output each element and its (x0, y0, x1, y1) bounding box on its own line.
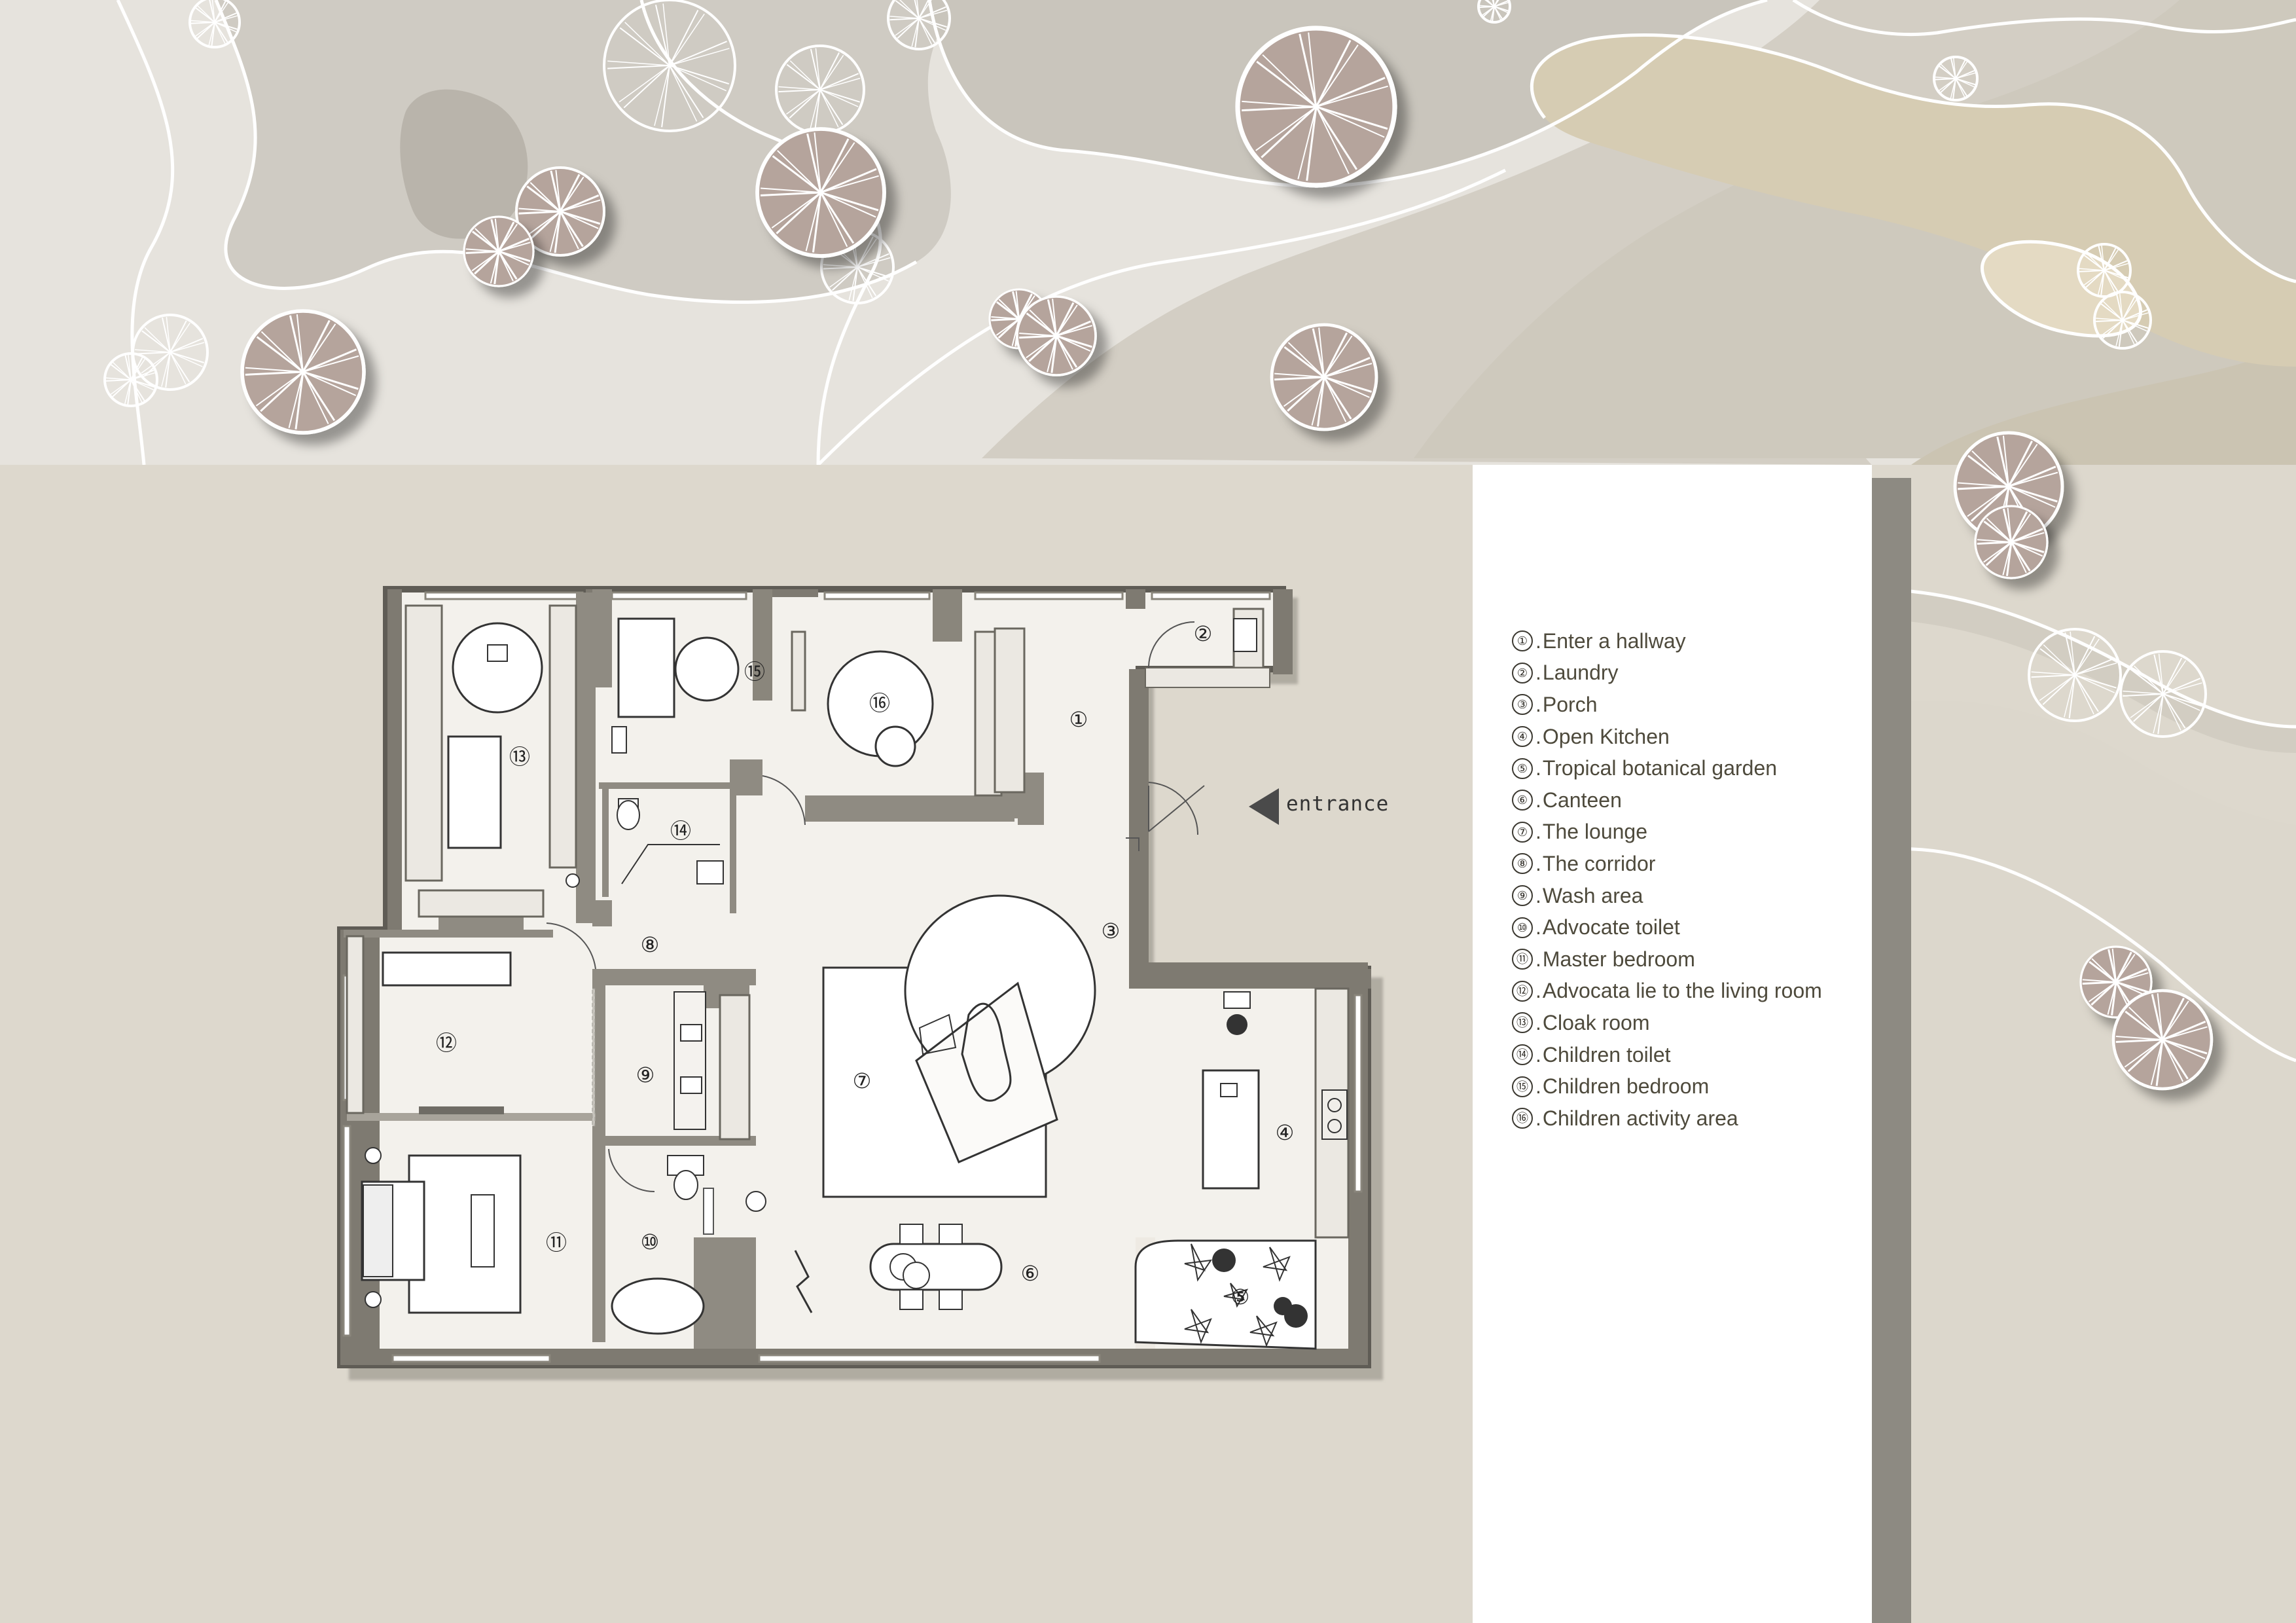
room-number-markers: ① ② ③ ④ ⑤ ⑥ ⑦ ⑧ ⑨ ⑩ ⑪ ⑫ ⑬ ⑭ ⑮ ⑯ (436, 621, 1294, 1309)
room-number-marker: ⑬ (509, 744, 530, 769)
legend-item: ⑥.Canteen (1512, 784, 1822, 816)
room-number-marker: ⑦ (853, 1068, 872, 1093)
legend-number: ③ (1512, 694, 1533, 716)
legend-number: ⑯ (1512, 1108, 1533, 1129)
room-number-marker: ③ (1102, 919, 1121, 943)
tree-canopy-outline (603, 0, 736, 132)
tree-canopy-outline (103, 352, 158, 407)
legend-label: The lounge (1542, 820, 1648, 844)
legend-label: Canteen (1542, 788, 1622, 812)
legend-number: ② (1512, 662, 1533, 684)
room-number-marker: ⑥ (1021, 1261, 1040, 1286)
legend-item: ⑫.Advocata lie to the living room (1512, 976, 1822, 1008)
room-number-marker: ⑭ (670, 818, 691, 843)
tree-canopies (103, 0, 2214, 1528)
tree-canopy-outline (2028, 628, 2122, 722)
tree-canopy-outline (2119, 650, 2207, 738)
legend-label: Children activity area (1542, 1106, 1738, 1130)
room-number-marker: ⑪ (546, 1230, 567, 1255)
legend-label: Laundry (1542, 661, 1619, 685)
tree-canopy-outline (132, 314, 209, 391)
room-number-marker: ⑧ (641, 932, 660, 957)
legend-number: ⑪ (1512, 949, 1533, 970)
legend-item: ④.Open Kitchen (1512, 721, 1822, 753)
legend-label: Cloak room (1542, 1010, 1650, 1034)
tree-canopy (240, 309, 366, 435)
legend-number: ⑩ (1512, 917, 1533, 938)
legend-panel-shadow (1872, 478, 1911, 1623)
tree-canopy-outline (1477, 0, 1511, 24)
legend-item: ⑪.Master bedroom (1512, 943, 1822, 976)
legend-panel (1473, 465, 1872, 1623)
room-number-marker: ⑮ (744, 659, 765, 684)
tree-canopy (755, 127, 886, 258)
legend-number: ⑥ (1512, 790, 1533, 811)
legend-item: ⑮.Children bedroom (1512, 1070, 1822, 1103)
landscape-contour-lines (116, 0, 2296, 1063)
legend-number: ⑧ (1512, 853, 1533, 875)
entrance-label: entrance (1286, 792, 1390, 816)
legend-number: ④ (1512, 726, 1533, 748)
legend-number: ⑬ (1512, 1012, 1533, 1034)
legend-item: ②.Laundry (1512, 657, 1822, 689)
legend-label: Porch (1542, 692, 1598, 716)
legend-item: ⑯.Children activity area (1512, 1103, 1822, 1135)
legend-item: ⑤.Tropical botanical garden (1512, 752, 1822, 784)
legend-number: ⑫ (1512, 980, 1533, 1002)
tree-canopy-outline (188, 0, 241, 48)
legend-item: ⑨.Wash area (1512, 880, 1822, 912)
tree-canopy-outline (1933, 56, 1979, 101)
legend-label: Children toilet (1542, 1042, 1671, 1067)
legend-label: Master bedroom (1542, 947, 1695, 971)
legend-number: ⑨ (1512, 885, 1533, 907)
room-number-marker: ⑩ (641, 1230, 660, 1254)
tree-canopy-outline (2077, 243, 2132, 298)
entrance-arrow-icon (1249, 788, 1279, 825)
legend-number: ⑭ (1512, 1044, 1533, 1066)
tree-canopy (1270, 323, 1378, 431)
legend-label: Open Kitchen (1542, 724, 1670, 748)
legend-item: ⑦.The lounge (1512, 816, 1822, 848)
legend-label: Children bedroom (1542, 1074, 1710, 1099)
legend-number: ① (1512, 630, 1533, 652)
room-number-marker: ⑤ (1231, 1285, 1250, 1309)
tree-canopy (514, 166, 606, 257)
legend-label: The corridor (1542, 851, 1656, 875)
legend-label: Advocate toilet (1542, 915, 1680, 939)
legend-item: ③.Porch (1512, 689, 1822, 721)
room-number-marker: ④ (1276, 1120, 1295, 1145)
tree-canopy-outline (2093, 291, 2152, 350)
tree-canopy (463, 215, 535, 287)
tree-canopy-outline (887, 0, 951, 50)
tree-canopy (1016, 295, 1097, 376)
legend-item: ①.Enter a hallway (1512, 625, 1822, 657)
legend-item: ⑬.Cloak room (1512, 1007, 1822, 1039)
floor-plan (337, 586, 1371, 1368)
legend-item: ⑩.Advocate toilet (1512, 911, 1822, 943)
room-number-marker: ⑫ (436, 1030, 457, 1055)
room-legend: ①.Enter a hallway ②.Laundry ③.Porch ④.Op… (1512, 625, 1822, 1135)
legend-number: ⑤ (1512, 757, 1533, 779)
room-number-marker: ⑯ (869, 691, 890, 716)
legend-label: Advocata lie to the living room (1542, 979, 1822, 1003)
legend-number: ⑮ (1512, 1076, 1533, 1097)
tree-canopy (2111, 989, 2214, 1091)
room-number-marker: ⑨ (636, 1063, 655, 1087)
legend-number: ⑦ (1512, 821, 1533, 843)
tree-canopy (1235, 26, 1397, 188)
tree-canopy (1974, 505, 2049, 579)
legend-item: ⑧.The corridor (1512, 848, 1822, 880)
room-number-marker: ② (1194, 621, 1213, 646)
room-number-marker: ① (1069, 707, 1088, 732)
legend-label: Tropical botanical garden (1542, 756, 1778, 780)
tree-canopy (1953, 431, 2064, 542)
legend-item: ⑭.Children toilet (1512, 1039, 1822, 1071)
legend-label: Wash area (1542, 883, 1643, 907)
legend-label: Enter a hallway (1542, 629, 1686, 653)
